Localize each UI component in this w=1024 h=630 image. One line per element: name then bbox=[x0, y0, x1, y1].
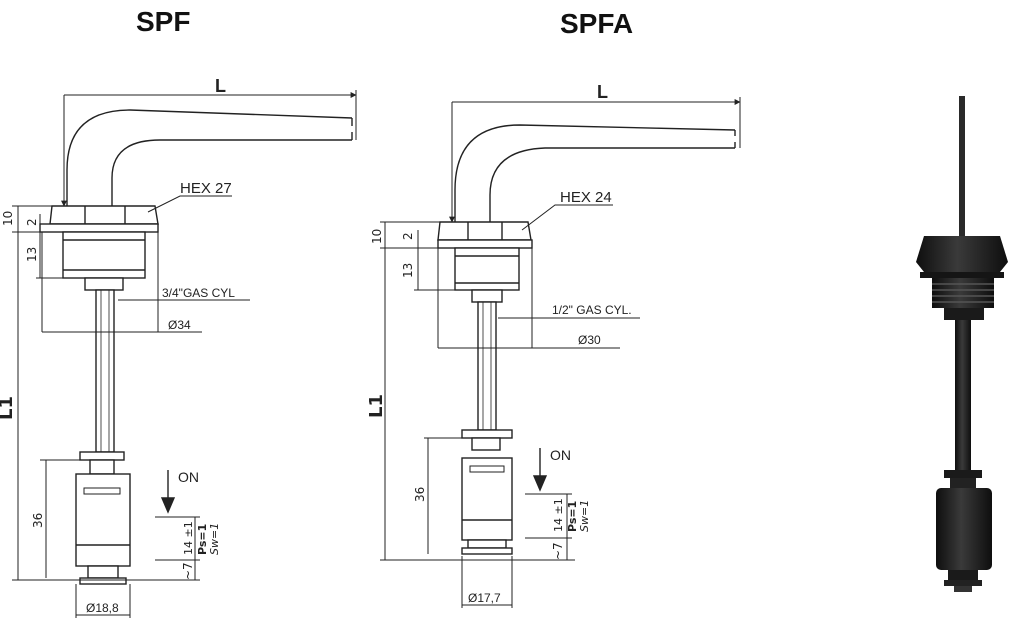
spfa-on-label: ON bbox=[550, 447, 571, 463]
spfa-title: SPFA bbox=[560, 8, 634, 39]
spfa-l-label: L bbox=[597, 82, 608, 102]
spfa-dim-2: 2 bbox=[401, 232, 415, 240]
photo-cable bbox=[959, 96, 965, 236]
spf-dim-10: 10 bbox=[1, 211, 15, 226]
photo-stem bbox=[955, 320, 971, 476]
spfa-l1-label: L1 bbox=[366, 394, 387, 418]
spfa-cable-outer bbox=[454, 124, 736, 222]
spfa-cable-inner bbox=[489, 147, 735, 222]
photo-thread bbox=[932, 278, 994, 308]
spfa-thread-body bbox=[454, 247, 520, 291]
spfa-hex-label: HEX 24 bbox=[560, 189, 612, 206]
spf-ps-label: Ps=1 bbox=[196, 524, 209, 555]
spfa-ps-label: Ps=1 bbox=[566, 501, 579, 532]
spfa-stem bbox=[477, 301, 497, 431]
spf-cable-inner bbox=[111, 139, 352, 206]
spf-dim-7: ~7 bbox=[181, 562, 195, 580]
photo-hex-nut bbox=[916, 236, 1008, 272]
spf-thread-body bbox=[62, 231, 146, 279]
spf-l-label: L bbox=[215, 76, 226, 96]
spf-title: SPF bbox=[136, 6, 191, 37]
spf-sw-label: Sw=1 bbox=[208, 523, 221, 555]
spf-hex-nut bbox=[49, 205, 159, 225]
spf-l1-label: L1 bbox=[0, 396, 17, 420]
spf-dim-14: 14 ±1 bbox=[182, 521, 195, 555]
spfa-dia-float-label: Ø17,7 bbox=[468, 591, 501, 605]
spfa-dim-10: 10 bbox=[370, 229, 384, 244]
spfa-dim-36: 36 bbox=[413, 487, 427, 502]
spf-dim-2: 2 bbox=[25, 218, 39, 226]
spfa-dia-body-label: Ø30 bbox=[578, 333, 601, 347]
spf-float bbox=[75, 473, 131, 567]
spfa-thread-label: 1/2" GAS CYL. bbox=[552, 303, 632, 317]
photo-float bbox=[936, 488, 992, 570]
spf-cable-outer bbox=[66, 109, 353, 206]
spfa-dim-14: 14 ±1 bbox=[552, 498, 565, 532]
spfa-labels: L HEX 24 1/2" GAS CYL. Ø30 Ø17,7 ON L1 1… bbox=[366, 82, 632, 605]
spf-dia-body-label: Ø34 bbox=[168, 318, 191, 332]
spf-hex-label: HEX 27 bbox=[180, 180, 232, 197]
spf-labels: L HEX 27 3/4"GAS CYL Ø34 Ø18,8 ON L1 10 … bbox=[0, 76, 235, 615]
spfa-sw-label: Sw=1 bbox=[578, 500, 591, 532]
spf-thread-label: 3/4"GAS CYL bbox=[162, 286, 235, 300]
spf-on-label: ON bbox=[178, 469, 199, 485]
spf-dim-36: 36 bbox=[31, 513, 45, 528]
spf-drawing bbox=[12, 90, 357, 618]
spfa-hex-nut bbox=[437, 221, 532, 241]
spfa-drawing bbox=[380, 97, 741, 608]
spf-dia-float-label: Ø18,8 bbox=[86, 601, 119, 615]
product-photo bbox=[916, 96, 1008, 592]
spf-dim-13: 13 bbox=[25, 247, 39, 262]
spfa-dim-13: 13 bbox=[401, 263, 415, 278]
spf-stem bbox=[95, 289, 115, 453]
spfa-dim-7: ~7 bbox=[551, 542, 565, 560]
